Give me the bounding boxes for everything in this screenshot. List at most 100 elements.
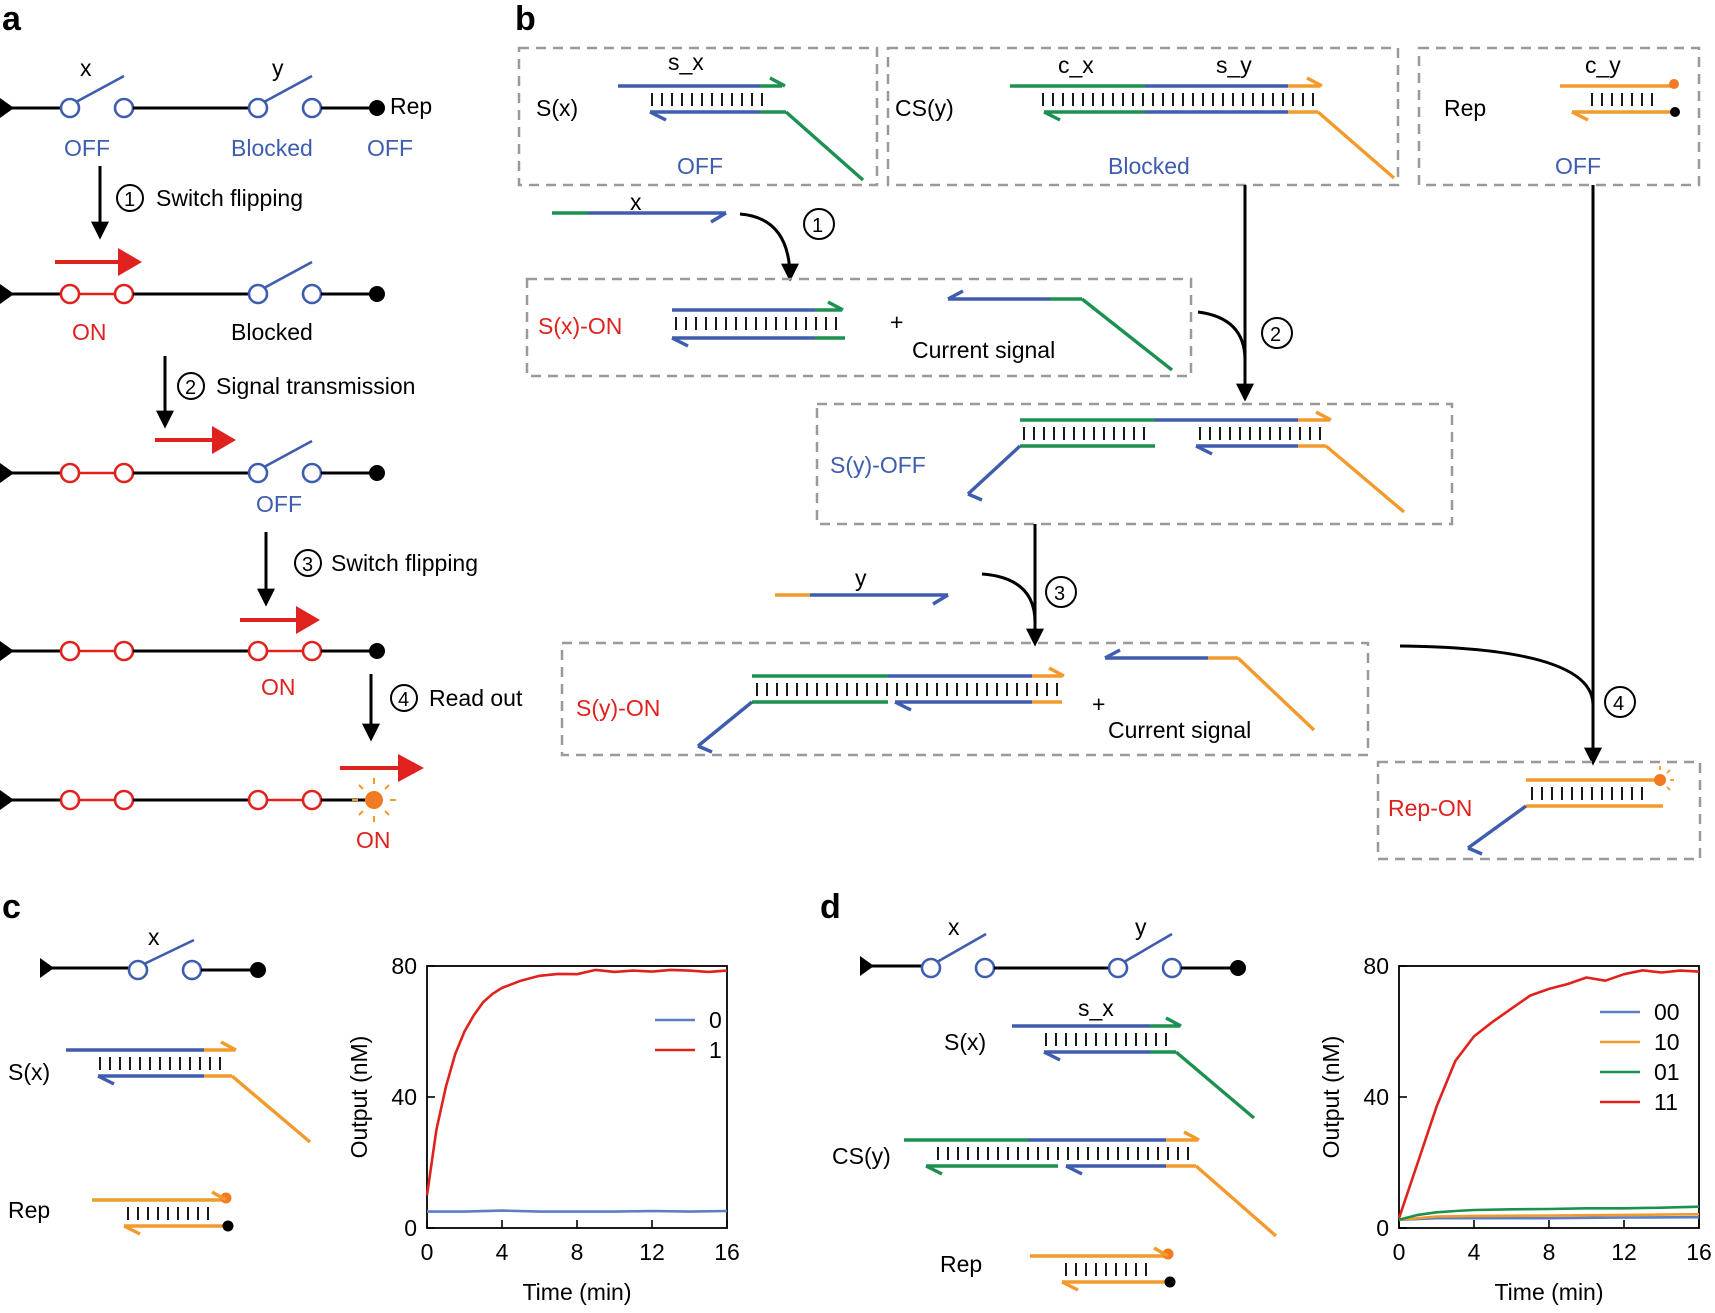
a-on-1: ON [72,319,107,345]
b-step-2-number: 2 [1270,324,1281,346]
a-off-rep: OFF [367,135,413,161]
x-tick-label: 16 [1686,1239,1712,1265]
input-x-strand: x [552,189,727,224]
y-axis-label: Output (nM) [346,1036,372,1159]
b-step-1-arrow [739,212,799,282]
rep-on-duplex [1467,766,1674,856]
b-rep-top: c_y [1585,52,1621,78]
csy-duplex [1010,76,1396,180]
reporter-dot-icon [369,100,385,116]
a-off-2: OFF [256,491,302,517]
circuit-row-3: OFF [0,426,385,517]
x-tick-label: 8 [1543,1239,1556,1265]
circuit-row-2: ON Blocked [0,248,385,345]
b-step-3-number: 3 [1054,583,1065,605]
csy-box [886,46,1400,187]
x-tick-label: 4 [496,1239,509,1265]
panel-a: x y Rep OFF Blocked OFF 1 Switch flippin… [0,55,523,853]
a-blocked-2: Blocked [231,319,313,345]
panel-d: x y s_x S(x) CS(y) R [832,914,1712,1305]
rep-box [1417,46,1701,187]
sy-off-duplex [966,410,1406,514]
b-sx-on-signal: Current signal [912,337,1055,363]
b-sx-state: OFF [677,153,723,179]
step-4-number: 4 [398,689,409,711]
d-sx-label: S(x) [944,1029,986,1055]
y-axis-label: Output (nM) [1318,1036,1344,1159]
panel-d-letter: d [820,888,841,926]
b-rep-on-name: Rep-ON [1388,795,1472,821]
c-sx-duplex [66,1040,312,1144]
legend-label-01: 01 [1654,1059,1680,1085]
x-tick-label: 0 [1393,1239,1406,1265]
b-csy-cx: c_x [1058,52,1094,78]
b-sx-on-plus: + [890,309,903,335]
d-sx-duplex [1012,1016,1256,1120]
c-rep-label: Rep [8,1197,50,1223]
b-input-y: y [855,565,867,591]
b-sy-on-signal: Current signal [1108,717,1251,743]
series-line-1 [425,968,728,1196]
y-tick-label: 40 [391,1084,417,1110]
light-bulb-icon [352,778,396,822]
legend-label-10: 10 [1654,1029,1680,1055]
rep-on-box [1376,760,1702,861]
b-input-x: x [630,189,642,215]
x-tick-label: 12 [1611,1239,1637,1265]
b-sx-on-name: S(x)-ON [538,313,622,339]
legend-label-11: 11 [1654,1089,1678,1115]
x-tick-label: 8 [571,1239,584,1265]
d-y-label: y [1135,914,1147,940]
b-step-1-number: 1 [812,215,823,237]
d-circuit: x y [860,914,1246,979]
d-csy-label: CS(y) [832,1143,891,1169]
x-tick-label: 12 [639,1239,665,1265]
step-2-label: Signal transmission [216,373,415,399]
b-rep-state: OFF [1555,153,1601,179]
input-y-strand: y [775,565,949,606]
b-sx-name: S(x) [536,95,578,121]
panel-a-letter: a [2,0,22,38]
panel-c-letter: c [2,888,21,926]
b-sy-on-name: S(y)-ON [576,695,660,721]
circuit-row-1: x y Rep OFF Blocked OFF [0,55,432,161]
y-tick-label: 80 [391,953,417,979]
panel-b-letter: b [515,0,536,38]
step-1-label: Switch flipping [156,185,303,211]
b-csy-state: Blocked [1108,153,1190,179]
b-sx-top: s_x [668,49,704,75]
c-x-label: x [148,924,160,950]
c-rep-duplex [92,1190,234,1236]
circuit-row-5: ON [0,754,424,853]
x-tick-label: 4 [1468,1239,1481,1265]
panel-b: S(x) s_x OFF CS(y) c_x s_y Blocked [517,46,1702,861]
b-step-4-merge [1399,644,1595,706]
legend-label-1: 1 [709,1037,722,1063]
sx-duplex [618,76,865,182]
b-step-2-merge [1197,310,1247,361]
switch-x-lever [75,74,125,104]
a-on-2: ON [261,674,296,700]
step-2-number: 2 [185,377,196,399]
sy-off-box [815,402,1454,526]
y-tick-label: 0 [1376,1215,1389,1241]
signal-arrow-icon [118,248,142,276]
c-circuit: x [40,924,266,981]
step-3-number: 3 [302,554,313,576]
x-tick-label: 16 [714,1239,740,1265]
b-csy-name: CS(y) [895,95,954,121]
d-csy-duplex [904,1130,1278,1238]
d-rep-label: Rep [940,1251,982,1277]
b-sy-off-name: S(y)-OFF [830,452,926,478]
series-line-11 [1397,968,1700,1219]
b-rep-name: Rep [1444,95,1486,121]
d-sx-top: s_x [1078,995,1114,1021]
y-tick-label: 40 [1363,1084,1389,1110]
series-line-01 [1398,1205,1700,1222]
series-line-0 [427,1209,728,1213]
c-sx-label: S(x) [8,1059,50,1085]
